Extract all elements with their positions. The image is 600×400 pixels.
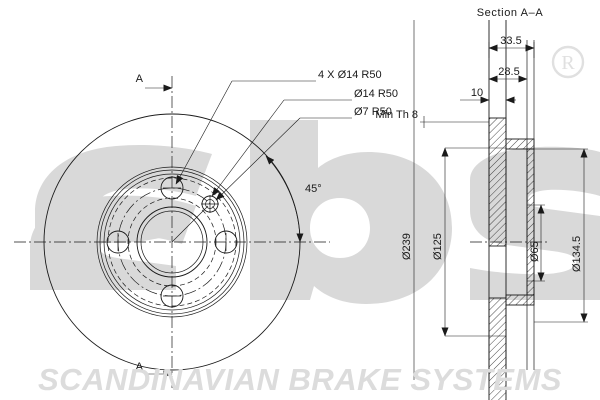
dimension-d125: Ø125: [432, 147, 506, 337]
section-label-top: A: [136, 73, 144, 85]
section-mark-bottom: A: [136, 361, 173, 378]
dimension-label-d134-5: Ø134.5: [571, 236, 583, 272]
friction-ring-upper: [488, 117, 507, 247]
dimension-label-10: 10: [471, 87, 483, 99]
brand-tagline: SCANDINAVIAN BRAKE SYSTEMS: [38, 362, 562, 397]
dimension-d65: Ø65: [527, 204, 545, 282]
registered-trademark-icon: R: [551, 45, 585, 79]
section-label-bottom: A: [136, 361, 144, 373]
callout-locating-hole: Ø14 R50: [354, 88, 398, 100]
small-hole-d7: [201, 195, 219, 213]
note-label-min-th: Min Th 8: [375, 109, 418, 121]
front-view: A A: [14, 73, 352, 388]
angle-label: 45°: [305, 183, 322, 195]
dimension-d134-5: Ø134.5: [534, 148, 588, 323]
dimension-10: 10: [460, 87, 516, 104]
dimension-label-33-5: 33.5: [500, 35, 521, 47]
hat-flange-upper: [505, 138, 535, 150]
dimension-label-28-5: 28.5: [498, 66, 519, 78]
callout-small-hole: Ø7 R50: [354, 106, 392, 118]
dimension-d239: Ø239: [401, 20, 415, 380]
callout-leaders: [171, 80, 352, 243]
section-view: 33.5 28.5 10 Min Th 8: [375, 20, 588, 400]
dimension-33-5: 33.5: [488, 35, 535, 58]
dimension-label-d125: Ø125: [432, 233, 444, 260]
note-min-thickness: Min Th 8: [375, 109, 489, 128]
dimension-28-5: 28.5: [488, 66, 528, 83]
hat-flange-lower: [505, 294, 535, 306]
hat-cylinder: [526, 148, 535, 296]
section-mark-top: A: [136, 73, 173, 92]
callout-bolt-holes: 4 X Ø14 R50: [318, 69, 382, 81]
section-view-title: Section A–A: [477, 7, 544, 19]
svg-text:R: R: [561, 52, 575, 74]
dimension-label-d239: Ø239: [401, 233, 413, 260]
dimension-label-d65: Ø65: [529, 241, 541, 262]
angle-dimension-45: 45°: [265, 155, 322, 243]
